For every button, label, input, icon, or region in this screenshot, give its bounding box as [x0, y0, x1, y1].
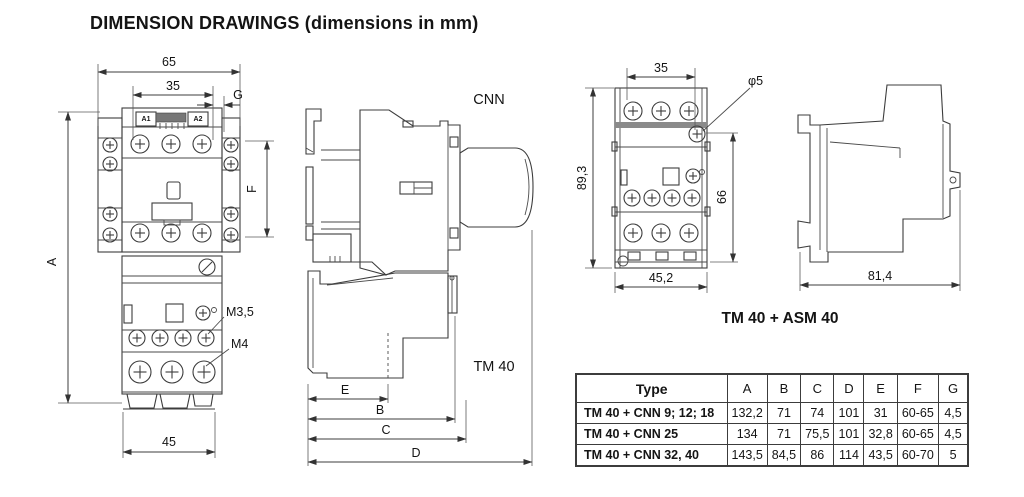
dim-label-phi5: φ5 — [748, 74, 763, 88]
contactor-side-outline — [305, 108, 461, 276]
value-cell: 114 — [833, 444, 865, 467]
asm-side-outline — [797, 84, 961, 263]
dim-label-a: A — [45, 257, 59, 266]
contactor-terminal-screws — [130, 134, 212, 243]
dim-label-d: D — [411, 446, 420, 460]
dim-label-c: C — [381, 423, 390, 437]
dimension-B: B — [307, 316, 456, 423]
table-header-row: Type A B C D E F G — [575, 373, 969, 403]
dimension-66: 66 — [706, 132, 738, 263]
type-cell: TM 40 + CNN 9; 12; 18 — [575, 402, 728, 424]
value-cell: 60-70 — [896, 444, 939, 467]
col-header-b: B — [766, 373, 802, 403]
col-header-type: Type — [575, 373, 728, 403]
dim-label-f: F — [245, 185, 259, 193]
dimension-table: Type A B C D E F G TM 40 + CNN 9; 12; 18… — [575, 373, 970, 467]
value-cell: 32,8 — [863, 423, 898, 445]
dim-label-452: 45,2 — [649, 271, 673, 285]
table-row: TM 40 + CNN 25 134 71 75,5 101 32,8 60-6… — [575, 423, 969, 445]
callout-hole-diameter: φ5 — [702, 74, 763, 132]
dim-label-35-asm: 35 — [654, 61, 668, 75]
dimension-F: F — [245, 140, 274, 238]
dimension-A: A — [45, 111, 122, 404]
col-header-a: A — [726, 373, 768, 403]
value-cell: 86 — [800, 444, 835, 467]
value-cell: 71 — [766, 423, 802, 445]
mounting-flanges — [97, 117, 241, 253]
dim-label-35: 35 — [166, 79, 180, 93]
col-header-e: E — [863, 373, 898, 403]
dim-label-b: B — [376, 403, 384, 417]
col-header-f: F — [896, 373, 939, 403]
dim-label-65: 65 — [162, 55, 176, 69]
coil-cylinder — [459, 147, 534, 228]
cnn-front-view-drawing: 65 35 G A F 45 — [45, 55, 274, 458]
dim-label-66: 66 — [715, 190, 729, 204]
value-cell: 4,5 — [937, 402, 969, 424]
value-cell: 74 — [800, 402, 835, 424]
relay-front-outline — [121, 255, 223, 410]
label-tm40: TM 40 — [473, 359, 514, 375]
table-row: TM 40 + CNN 32, 40 143,5 84,5 86 114 43,… — [575, 444, 969, 467]
callout-m4: M4 — [205, 337, 248, 367]
type-cell: TM 40 + CNN 32, 40 — [575, 444, 728, 467]
type-cell: TM 40 + CNN 25 — [575, 423, 728, 445]
cnn-side-view-drawing: E B C D CNN TM 40 — [305, 92, 534, 466]
col-header-c: C — [800, 373, 835, 403]
dimension-E: E — [307, 383, 389, 466]
value-cell: 43,5 — [863, 444, 898, 467]
col-header-d: D — [833, 373, 865, 403]
label-a1-terminal: A1 — [142, 116, 151, 123]
value-cell: 134 — [726, 423, 768, 445]
label-m4: M4 — [231, 337, 248, 351]
value-cell: 60-65 — [896, 423, 939, 445]
dimension-C: C — [307, 400, 467, 443]
value-cell: 132,2 — [726, 402, 768, 424]
value-cell: 5 — [937, 444, 969, 467]
value-cell: 101 — [833, 423, 865, 445]
label-cnn: CNN — [473, 92, 504, 108]
dim-label-g: G — [233, 88, 243, 102]
dim-label-45: 45 — [162, 435, 176, 449]
dimension-65: 65 — [97, 55, 241, 126]
value-cell: 71 — [766, 402, 802, 424]
dimension-814: 81,4 — [799, 190, 961, 291]
table-row: TM 40 + CNN 9; 12; 18 132,2 71 74 101 31… — [575, 402, 969, 424]
value-cell: 75,5 — [800, 423, 835, 445]
dimension-G: G — [197, 88, 243, 132]
asm-front-view-drawing: 35 φ5 89,3 66 45,2 — [575, 61, 763, 293]
dimension-D: D — [307, 230, 533, 466]
label-m35: M3,5 — [226, 305, 254, 319]
value-cell: 60-65 — [896, 402, 939, 424]
value-cell: 84,5 — [766, 444, 802, 467]
value-cell: 4,5 — [937, 423, 969, 445]
dimension-35-asm: 35 — [626, 61, 696, 130]
value-cell: 31 — [863, 402, 898, 424]
relay-side-outline — [307, 270, 458, 381]
callout-m35: M3,5 — [207, 305, 254, 335]
dimension-893: 89,3 — [575, 87, 614, 269]
col-header-g: G — [937, 373, 969, 403]
dimension-452: 45,2 — [614, 271, 708, 293]
asm-caption: TM 40 + ASM 40 — [721, 310, 839, 327]
dimension-45: 45 — [122, 412, 216, 458]
dim-label-e: E — [341, 383, 349, 397]
page-title: DIMENSION DRAWINGS (dimensions in mm) — [90, 13, 479, 33]
contactor-front-outline — [121, 107, 223, 253]
label-a2-terminal: A2 — [194, 116, 203, 123]
value-cell: 143,5 — [726, 444, 768, 467]
value-cell: 101 — [833, 402, 865, 424]
dimension-35: 35 — [132, 79, 214, 140]
asm-front-outline — [611, 87, 711, 269]
dim-label-893: 89,3 — [575, 166, 589, 190]
asm-side-view-drawing: 81,4 — [797, 84, 961, 291]
dim-label-814: 81,4 — [868, 269, 892, 283]
